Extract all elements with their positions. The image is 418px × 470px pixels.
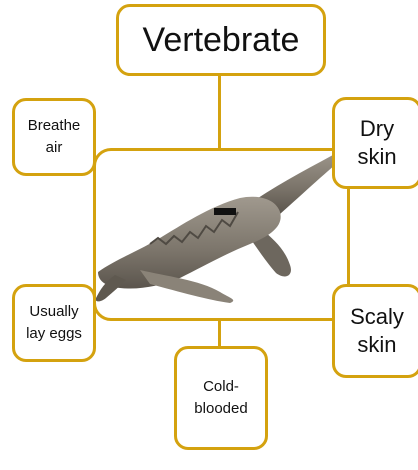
- trait-box-cold-blooded: Cold- blooded: [174, 346, 268, 450]
- trait-box-breathe-air: Breathe air: [12, 98, 96, 176]
- trait-label-cold-blooded: Cold- blooded: [194, 376, 247, 420]
- trait-label-scaly-skin: Scaly skin: [350, 303, 404, 359]
- trait-label-usually-lay-eggs: Usually lay eggs: [26, 301, 82, 345]
- trait-box-usually-lay-eggs: Usually lay eggs: [12, 284, 96, 362]
- trait-label-dry-skin: Dry skin: [357, 115, 396, 171]
- trait-box-scaly-skin: Scaly skin: [332, 284, 418, 378]
- trait-box-dry-skin: Dry skin: [332, 97, 418, 189]
- diagram-title: Vertebrate: [143, 21, 300, 60]
- trait-label-breathe-air: Breathe air: [28, 115, 81, 159]
- title-box: Vertebrate: [116, 4, 326, 76]
- connector-center-cold-blooded: [218, 318, 221, 348]
